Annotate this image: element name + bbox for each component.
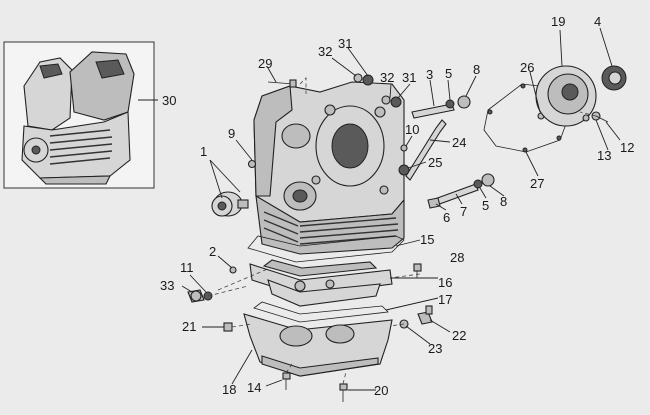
- drain-plug-part: [399, 305, 433, 329]
- callout-18: 18: [222, 382, 236, 397]
- callout-17: 17: [438, 292, 452, 307]
- leader-lines: [138, 27, 621, 391]
- stud-part: [267, 79, 297, 88]
- callout-9: 9: [228, 126, 235, 141]
- callout-13: 13: [597, 148, 611, 163]
- callout-8b: 8: [500, 194, 507, 209]
- alignment-lines: [207, 77, 597, 385]
- bolt-part: [339, 383, 348, 402]
- gasket-hole: [556, 135, 562, 141]
- oring-part: [400, 144, 408, 152]
- callout-11: 11: [180, 260, 194, 275]
- callout-33: 33: [160, 278, 174, 293]
- callout-14: 14: [247, 380, 261, 395]
- shaft-part: [427, 173, 495, 209]
- callout-8a: 8: [473, 62, 480, 77]
- oil-pan-lower: [243, 313, 393, 377]
- callout-7: 7: [460, 204, 467, 219]
- crankcase-gasket: [247, 235, 405, 263]
- engine-overview-inset: [3, 41, 155, 189]
- callout-24: 24: [452, 135, 466, 150]
- callout-30: 30: [162, 93, 176, 108]
- bolt-part: [282, 372, 291, 390]
- gasket-hole: [522, 147, 528, 153]
- callout-20: 20: [374, 383, 388, 398]
- callout-28: 28: [450, 250, 464, 265]
- gasket-hole: [487, 109, 493, 115]
- oil-sump-upper: [249, 259, 393, 307]
- callout-21: 21: [182, 319, 196, 334]
- callout-16: 16: [438, 275, 452, 290]
- shaft-part: [411, 95, 471, 119]
- crankcase-main: [253, 81, 405, 255]
- callout-6: 6: [443, 210, 450, 225]
- bolt-part: [413, 263, 422, 278]
- oil-seal-part: [601, 65, 627, 91]
- sump-gasket: [253, 301, 389, 323]
- callout-5a: 5: [445, 66, 452, 81]
- gasket-hole: [520, 83, 526, 89]
- callout-3: 3: [426, 67, 433, 82]
- callout-2: 2: [209, 244, 216, 259]
- callout-25: 25: [428, 155, 442, 170]
- callout-1: 1: [200, 144, 207, 159]
- callout-22: 22: [452, 328, 466, 343]
- callout-5b: 5: [482, 198, 489, 213]
- callout-12: 12: [620, 140, 634, 155]
- callout-15: 15: [420, 232, 434, 247]
- callout-27: 27: [530, 176, 544, 191]
- callout-10: 10: [405, 122, 419, 137]
- dowel-part: [229, 266, 237, 274]
- callout-31a: 31: [338, 36, 352, 51]
- callout-labels: 1 2 3 4 5 5 6 7 8 8 9 10 11 12 13 14 15 …: [160, 14, 634, 398]
- callout-31b: 31: [402, 70, 416, 85]
- pin-part: [247, 159, 257, 169]
- callout-4: 4: [594, 14, 601, 29]
- fitting-part: [353, 73, 402, 108]
- callout-23: 23: [428, 341, 442, 356]
- bolt-part: [591, 111, 609, 123]
- callout-32a: 32: [318, 44, 332, 59]
- callout-32b: 32: [380, 70, 394, 85]
- callout-26: 26: [520, 60, 534, 75]
- callout-29: 29: [258, 56, 272, 71]
- callout-19: 19: [551, 14, 565, 29]
- bearing-part: [211, 191, 249, 217]
- rear-cover-part: [535, 65, 597, 127]
